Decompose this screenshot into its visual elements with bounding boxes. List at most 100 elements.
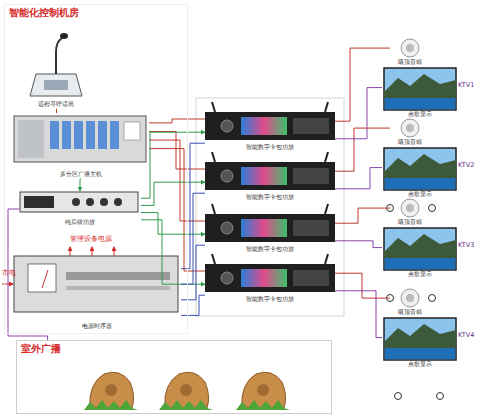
amp-display <box>241 167 287 185</box>
amp-panel <box>24 196 54 208</box>
mic-stem <box>56 38 62 74</box>
satellite-speaker <box>387 295 394 302</box>
device-label: 智能数字卡包功放 <box>205 296 335 303</box>
outdoor-region: 室外广播 <box>16 340 332 414</box>
ceiling-speaker <box>401 289 419 307</box>
ceiling-speaker-box: 吸顶音箱 <box>390 198 430 226</box>
screen-mountains <box>384 154 456 178</box>
power-note: 管理设备电源 <box>70 236 112 244</box>
screen-mountains <box>384 234 456 258</box>
amp-knob <box>72 198 80 206</box>
signal-wire <box>335 291 382 338</box>
ktv-amplifier-box: 智能数字卡包功放 <box>205 158 335 202</box>
grass <box>84 400 138 410</box>
device-label: 智能数字卡包功放 <box>205 246 335 253</box>
device-label: 吸顶音箱 <box>390 219 430 225</box>
speaker-cone <box>406 44 414 52</box>
volume-knob <box>221 222 233 234</box>
amp-display <box>241 269 287 287</box>
amp-display <box>241 117 287 135</box>
button-panel <box>293 220 329 236</box>
speaker-cone <box>406 294 414 302</box>
speaker-rim <box>401 289 419 307</box>
amp-knob <box>100 198 108 206</box>
signal-wire <box>149 119 205 123</box>
signal-wire <box>149 149 205 271</box>
zone-module <box>74 121 83 149</box>
speaker-rim <box>401 39 419 57</box>
sequencer-body <box>14 256 178 312</box>
amp-chassis <box>205 162 335 190</box>
rock-grille <box>105 384 117 396</box>
control-host-box: 多分区广播主机 <box>13 113 149 179</box>
region-title: 室外广播 <box>21 343 329 354</box>
speaker-rim <box>401 119 419 137</box>
volume-knob <box>221 272 233 284</box>
signal-wire <box>335 48 390 121</box>
signal-wire <box>335 128 390 171</box>
device-label: 多分区广播主机 <box>13 171 149 178</box>
ktv-amplifier <box>205 204 335 242</box>
tv-screen <box>384 68 456 110</box>
power-sequencer <box>14 256 178 312</box>
ktv-amplifier-box: 智能数字卡包功放 <box>205 210 335 254</box>
signal-wire <box>141 182 205 205</box>
tv-screen <box>384 318 456 360</box>
rack-body <box>14 116 146 162</box>
ktv-amplifier-box: 智能数字卡包功放 <box>205 260 335 304</box>
mic-head <box>60 33 68 39</box>
antenna <box>325 102 328 112</box>
rock-speaker <box>84 372 138 410</box>
signal-wire <box>56 109 58 113</box>
ktv-amplifier <box>205 254 335 292</box>
device-label: 点歌显示 <box>382 191 458 197</box>
antenna <box>212 152 215 162</box>
equipment-frame <box>196 98 344 316</box>
screen-water <box>385 98 455 109</box>
power-amplifier <box>20 192 138 212</box>
amp-knob <box>114 198 122 206</box>
antenna <box>212 204 215 214</box>
rock-grille <box>180 384 192 396</box>
room-label: KTV2 <box>458 162 476 169</box>
signal-wire <box>149 131 205 169</box>
antenna <box>325 152 328 162</box>
satellite-speaker <box>387 205 394 212</box>
signal-wire <box>335 208 390 223</box>
room-label: KTV3 <box>458 242 476 249</box>
paging-microphone-box: 远程寻呼话筒 <box>23 29 89 109</box>
zone-module <box>62 121 71 149</box>
satellite-speaker <box>395 393 402 400</box>
screen-water <box>385 348 455 359</box>
tv-display-box: KTV1点歌显示 <box>382 66 476 120</box>
tv-display-box: KTV3点歌显示 <box>382 226 476 280</box>
mic-base <box>30 74 82 96</box>
device-label: 智能数字卡包功放 <box>205 194 335 201</box>
volt-meter <box>28 264 56 292</box>
button-panel <box>293 168 329 184</box>
device-label: 智能数字卡包功放 <box>205 144 335 151</box>
grass <box>236 400 290 410</box>
ceiling-speaker-box: 吸顶音箱 <box>390 118 430 146</box>
device-label: 纯后级功放 <box>19 219 141 226</box>
signal-wire <box>335 168 382 189</box>
power-arrow <box>92 247 93 256</box>
speaker-cone <box>406 204 414 212</box>
ktv-amplifier-box: 智能数字卡包功放 <box>205 108 335 152</box>
satellite-speaker <box>429 295 436 302</box>
speaker-rim <box>401 199 419 217</box>
device-label: 吸顶音箱 <box>390 139 430 145</box>
antenna <box>325 204 328 214</box>
tv-display-box: KTV2 点歌显示 <box>382 146 476 200</box>
satellite-speaker <box>429 205 436 212</box>
screen-water <box>385 178 455 189</box>
signal-wire <box>181 295 205 315</box>
signal-wire <box>181 245 205 300</box>
meter-needle <box>42 270 48 288</box>
signal-wire <box>141 220 205 284</box>
power-arrow <box>114 247 115 256</box>
amp-chassis <box>205 112 335 140</box>
signal-wire <box>141 213 205 235</box>
room-label: KTV4 <box>458 332 476 339</box>
zone-module <box>50 121 59 149</box>
